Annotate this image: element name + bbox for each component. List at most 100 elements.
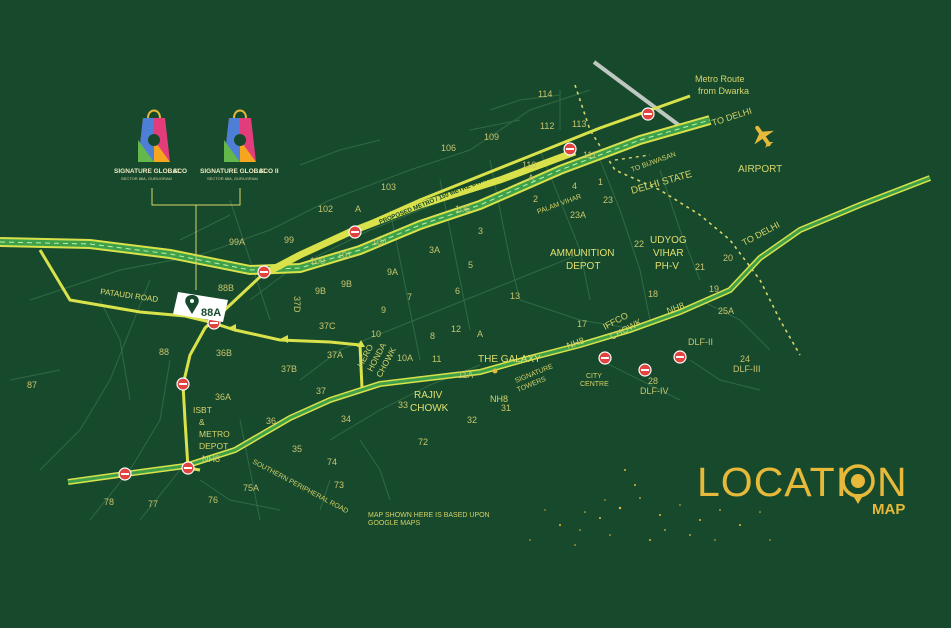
- sector-label: 2: [533, 194, 538, 204]
- sector-label: A: [477, 329, 483, 339]
- sector-grid: [9, 89, 771, 521]
- logo1-name: SIGNATURE GLOBAL: [114, 168, 181, 175]
- logo2-sub: SECTOR 88A, GURUGRAM: [207, 176, 258, 181]
- nh8: [67, 176, 931, 484]
- sector-label: 13: [510, 291, 520, 301]
- sector-label: 9B: [315, 286, 326, 296]
- location-pin-icon: [185, 295, 199, 314]
- isbt-label-2: &: [199, 417, 205, 427]
- sector-label: 5: [468, 260, 473, 270]
- delhi-border: [574, 84, 801, 356]
- rajiv-label-1: RAJIV: [414, 390, 443, 401]
- airplane-icon: [754, 125, 774, 148]
- logo2-name: SIGNATURE GLOBAL: [200, 168, 267, 175]
- delhi-state-label: DELHI STATE: [630, 169, 694, 197]
- galaxy-label: THE GALAXY: [478, 354, 541, 365]
- sector-label: 3A: [429, 245, 440, 255]
- sector-label: 75A: [243, 483, 259, 493]
- sector-label: 100: [310, 256, 325, 266]
- logo1-sub: SECTOR 88A, GURUGRAM: [121, 176, 172, 181]
- sector-label: 32: [467, 415, 477, 425]
- sector-label: 37C: [319, 321, 336, 331]
- delhi-border-2: [614, 154, 651, 161]
- location-title: LOCATI: [697, 459, 848, 505]
- route-arrows: [228, 324, 365, 347]
- airport-label: AIRPORT: [738, 164, 782, 175]
- sector-label: 4: [572, 181, 577, 191]
- udyog-label-3: PH-V: [655, 261, 679, 272]
- sector-label: 78: [104, 497, 114, 507]
- sector-label: 74: [327, 457, 337, 467]
- sector-label: 37D: [292, 296, 302, 313]
- sector-label: 17: [577, 319, 587, 329]
- logo2-suffix: SCO II: [259, 168, 279, 175]
- sector-label: 36: [266, 416, 276, 426]
- logo1-suffix: SCO: [173, 168, 187, 175]
- sector-label: 9A: [387, 267, 398, 277]
- dlf4-label: DLF-IV: [640, 386, 669, 396]
- sector-label: 35: [292, 444, 302, 454]
- sector-label: 19: [709, 284, 719, 294]
- pataudi-road: [38, 249, 364, 389]
- sector-label: 7: [407, 292, 412, 302]
- sector-label: 20: [723, 253, 733, 263]
- sector-label: 112: [540, 121, 554, 131]
- sector-label: 9: [381, 305, 386, 315]
- sector-label: 76: [208, 495, 218, 505]
- sector-label: 37: [316, 386, 326, 396]
- galaxy-dot: [492, 368, 498, 374]
- sector-label: 8: [430, 331, 435, 341]
- isbt-label-4: DEPOT: [199, 441, 228, 451]
- nh8-outline: [67, 175, 932, 485]
- sector-label: 12: [451, 324, 461, 334]
- sector-label: 1: [598, 177, 603, 187]
- ammunition-label-2: DEPOT: [566, 261, 600, 272]
- isbt-road: [181, 273, 264, 469]
- proposed-metro-road: [260, 148, 577, 279]
- sector-label: 18: [648, 289, 658, 299]
- sector-labels: 114 109 112 113 106 111 110 A 1 103 102 …: [27, 89, 734, 509]
- sector-label: 99: [284, 235, 294, 245]
- sector-label: 77: [148, 499, 158, 509]
- sector-label: 11A: [458, 370, 473, 380]
- location-subtitle: MAP: [872, 501, 905, 518]
- location-pin-o-icon: [841, 464, 875, 504]
- isbt-label-3: METRO: [199, 429, 230, 439]
- sector-label: 11: [432, 354, 441, 364]
- sector-label: A: [355, 204, 361, 214]
- sector-label: 36A: [215, 392, 231, 402]
- sector-label: A: [528, 173, 534, 183]
- map-note-line2: GOOGLE MAPS: [368, 520, 420, 527]
- metro-route-line1: Metro Route: [695, 74, 745, 84]
- sector-label: 103: [381, 182, 396, 192]
- dlf4-num: 28: [648, 376, 658, 386]
- to-delhi-right: TO DELHI: [740, 220, 781, 248]
- dlf2-label: DLF-II: [688, 337, 713, 347]
- dlf3-label: DLF-III: [733, 364, 761, 374]
- sector-label: 9B: [341, 279, 352, 289]
- sector-label: 111: [583, 150, 597, 160]
- sector-label: 21: [695, 262, 705, 272]
- sector-label: 34: [341, 414, 351, 424]
- logo-sco-ii: [224, 109, 256, 162]
- sector-label: 6: [455, 286, 460, 296]
- sector-label: 114: [538, 89, 552, 99]
- sector-label: 113: [572, 119, 586, 129]
- sector-label: 37B: [281, 364, 297, 374]
- udyog-label-1: UDYOG: [650, 235, 687, 246]
- sector-label: 10A: [397, 353, 413, 363]
- isbt-label-1: ISBT: [193, 405, 212, 415]
- location-title-end: N: [877, 459, 908, 505]
- logo-sco: [138, 109, 170, 162]
- sector-label: 72: [418, 437, 428, 447]
- sector-label: 23A: [570, 210, 586, 220]
- site-marker: 88A: [173, 292, 228, 322]
- sector-label: 110: [522, 160, 536, 170]
- sector-label: 99A: [229, 237, 245, 247]
- sector-label: 102: [318, 204, 333, 214]
- sector-label: 73: [334, 480, 344, 490]
- metro-route-line2: from Dwarka: [698, 86, 749, 96]
- nh8-label-1: NH8: [202, 454, 220, 464]
- map-note-line1: MAP SHOWN HERE IS BASED UPON: [368, 512, 490, 519]
- sector-label: 109: [484, 132, 499, 142]
